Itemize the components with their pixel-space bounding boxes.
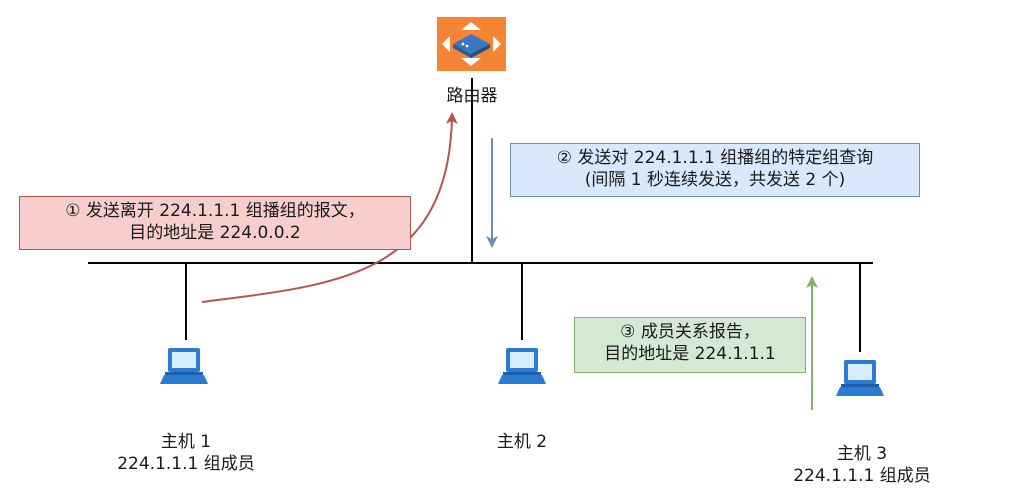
step2-line2: (间隔 1 秒连续发送，共发送 2 个) <box>584 170 846 190</box>
host1-note: 224.1.1.1 组成员 <box>117 454 255 474</box>
step2-line1: ② 发送对 224.1.1.1 组播组的特定组查询 <box>556 148 874 168</box>
leave-message-arrow <box>201 112 458 303</box>
host1-laptop-icon <box>160 348 208 384</box>
host2-label: 主机 2 <box>472 431 572 453</box>
step3-box: ③ 成员关系报告， 目的地址是 224.1.1.1 <box>574 317 806 373</box>
router-label: 路由器 <box>446 86 498 106</box>
host2-laptop-icon <box>498 348 546 384</box>
step1-line2: 目的地址是 224.0.0.2 <box>129 223 301 243</box>
host3-name: 主机 3 <box>836 444 888 464</box>
step3-line2: 目的地址是 224.1.1.1 <box>604 344 776 364</box>
host1-label: 主机 1 224.1.1.1 组成员 <box>86 431 286 475</box>
host2-name: 主机 2 <box>496 432 548 452</box>
step3-line1: ③ 成员关系报告， <box>620 322 760 342</box>
host3-laptop-icon <box>836 360 884 396</box>
step2-box: ② 发送对 224.1.1.1 组播组的特定组查询 (间隔 1 秒连续发送，共发… <box>510 143 920 197</box>
step1-box: ① 发送离开 224.1.1.1 组播组的报文， 目的地址是 224.0.0.2 <box>19 196 411 250</box>
host3-note: 224.1.1.1 组成员 <box>793 466 931 486</box>
host3-label: 主机 3 224.1.1.1 组成员 <box>762 443 962 487</box>
router-icon <box>437 17 506 71</box>
host1-name: 主机 1 <box>160 432 212 452</box>
step1-line1: ① 发送离开 224.1.1.1 组播组的报文， <box>65 201 365 221</box>
